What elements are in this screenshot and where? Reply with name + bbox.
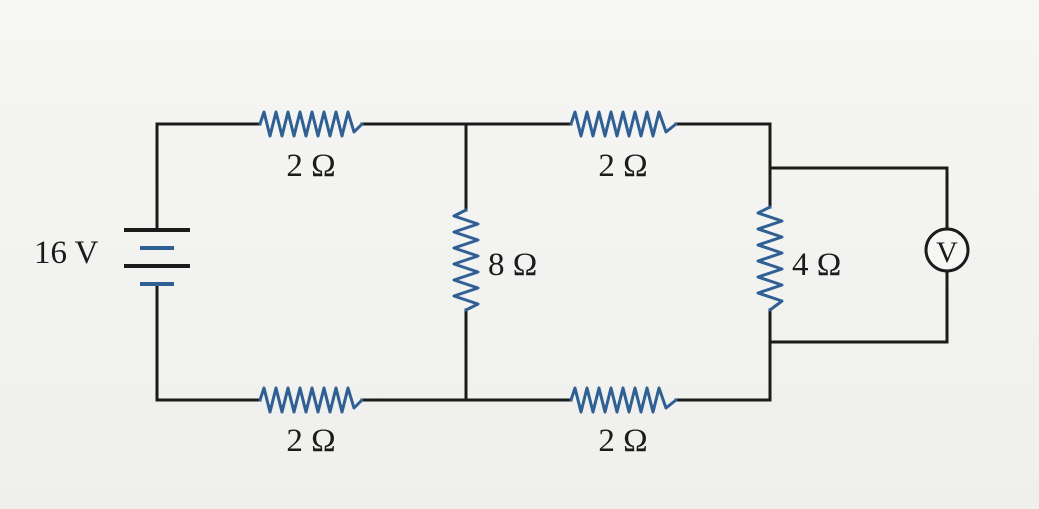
wire-left-bottom xyxy=(155,282,262,402)
voltmeter-symbol: V xyxy=(936,236,958,269)
resistor-bottom-right xyxy=(569,386,678,414)
battery-symbol xyxy=(124,228,190,286)
wire-bottom-right xyxy=(674,308,772,402)
resistor-top-right-label: 2 Ω xyxy=(598,148,647,184)
resistor-right xyxy=(756,205,784,312)
wire-voltmeter-bottom xyxy=(768,269,949,344)
resistor-right-label: 4 Ω xyxy=(792,247,841,283)
battery-label: 16 V xyxy=(34,235,99,271)
resistor-bottom-left-label: 2 Ω xyxy=(286,423,335,459)
wire-left-top xyxy=(155,122,262,232)
resistor-bottom-right-label: 2 Ω xyxy=(598,423,647,459)
resistor-bottom-left xyxy=(258,386,364,414)
voltmeter-circle xyxy=(924,227,970,273)
voltmeter: V xyxy=(924,227,970,273)
resistor-top-left-label: 2 Ω xyxy=(286,148,335,184)
resistor-middle xyxy=(452,208,480,312)
wire-top-right xyxy=(674,122,772,209)
resistor-middle-label: 8 Ω xyxy=(488,247,537,283)
wire-voltmeter-top xyxy=(768,166,949,231)
resistor-top-left xyxy=(258,110,364,138)
resistor-top-right xyxy=(569,110,678,138)
